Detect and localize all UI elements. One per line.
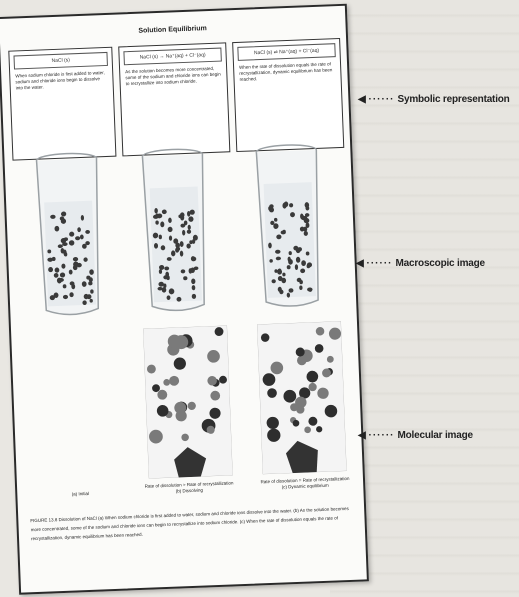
molecular-image-b — [143, 326, 233, 479]
description-a: When sodium chloride is first added to w… — [15, 70, 108, 92]
figure-caption: FIGURE 13.8 Dissolution of NaCl (a) When… — [30, 504, 351, 543]
solution-equilibrium-figure: Solution Equilibrium NaCl (s) When sodiu… — [0, 4, 369, 595]
description-c: When the rate of dissolution equals the … — [239, 61, 336, 83]
callout-molecular: ◀······Molecular image — [358, 430, 473, 441]
figure-title: Solution Equilibrium — [0, 20, 346, 40]
molecular-image-c — [257, 321, 347, 474]
formula-a: NaCl (s) — [13, 52, 107, 70]
description-b: As the solution becomes more concentrate… — [125, 66, 222, 88]
callout-symbolic: ◀······Symbolic representation — [358, 94, 510, 105]
arrow-left-icon: ◀ — [358, 430, 366, 441]
arrow-left-icon: ◀ — [356, 258, 364, 269]
caption-c: Rate of dissolution = Rate of recrystall… — [245, 475, 365, 492]
symbolic-panel-a: NaCl (s) When sodium chloride is first a… — [8, 47, 116, 161]
beaker-c-image — [246, 142, 332, 315]
caption-a: (a) Initial — [45, 490, 115, 499]
callout-macroscopic: ◀······Macroscopic image — [356, 258, 485, 269]
beaker-a-image — [26, 150, 112, 323]
formula-b: NaCl (s) → Na⁺(aq) + Cl⁻(aq) — [123, 48, 221, 66]
caption-b: Rate of dissolution > Rate of recrystall… — [129, 480, 249, 497]
beaker-b-image — [132, 146, 218, 319]
symbolic-panel-c: NaCl (s) ⇌ Na⁺(aq) + Cl⁻(aq) When the ra… — [232, 38, 344, 152]
formula-c: NaCl (s) ⇌ Na⁺(aq) + Cl⁻(aq) — [237, 43, 335, 61]
arrow-left-icon: ◀ — [358, 94, 366, 105]
symbolic-panel-b: NaCl (s) → Na⁺(aq) + Cl⁻(aq) As the solu… — [118, 42, 230, 156]
